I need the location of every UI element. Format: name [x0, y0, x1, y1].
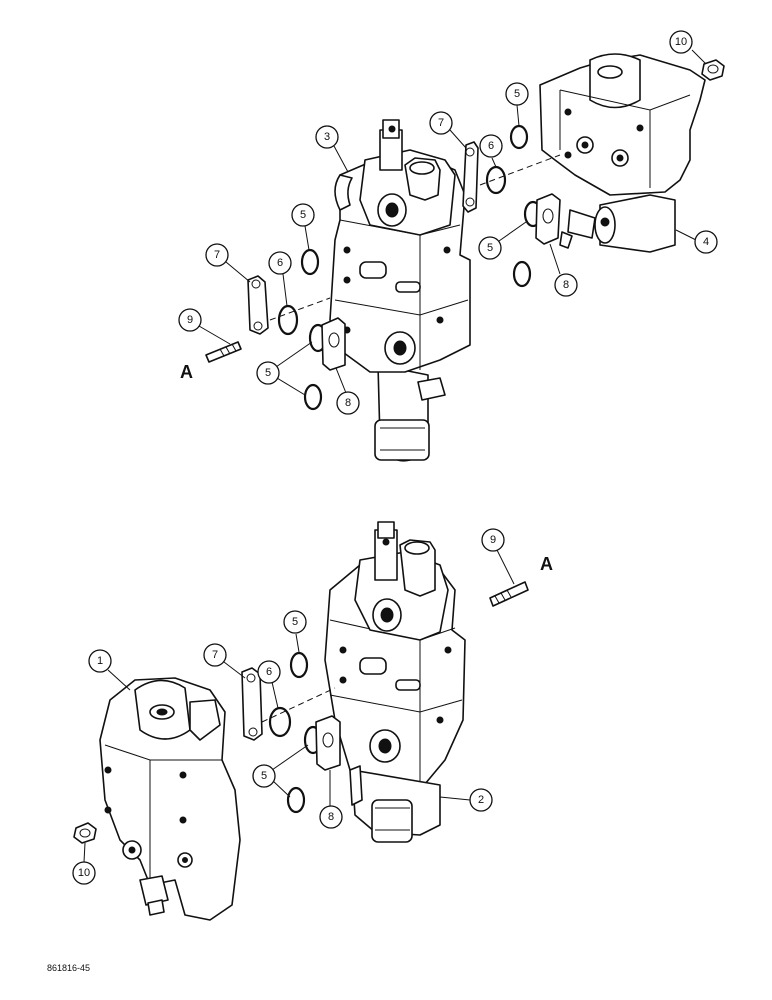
callouts: 10 5 7 3 6 5 6 7	[72, 30, 718, 885]
svg-text:1: 1	[97, 655, 103, 667]
svg-text:4: 4	[703, 236, 709, 248]
callout-7: 7	[203, 643, 246, 679]
svg-text:7: 7	[214, 249, 220, 261]
seals-bottom	[241, 581, 529, 814]
callout-10-bottom: 10	[72, 842, 96, 885]
valve-section-top	[329, 119, 471, 462]
callout-5: 5	[505, 82, 529, 127]
top-assembly: A	[180, 53, 725, 462]
callout-2: 2	[439, 788, 493, 812]
svg-text:7: 7	[212, 649, 218, 661]
svg-text:5: 5	[487, 242, 493, 254]
svg-text:10: 10	[78, 867, 90, 879]
svg-text:2: 2	[478, 794, 484, 806]
svg-text:8: 8	[345, 397, 351, 409]
reference-letter-bottom: A	[540, 554, 553, 574]
end-cover-top	[539, 53, 706, 253]
svg-text:9: 9	[490, 534, 496, 546]
svg-text:6: 6	[266, 666, 272, 678]
svg-text:5: 5	[292, 616, 298, 628]
callout-6: 6	[257, 660, 281, 709]
callout-6: 6	[479, 134, 503, 168]
callout-5: 5	[283, 610, 307, 653]
svg-text:8: 8	[328, 811, 334, 823]
svg-text:5: 5	[261, 770, 267, 782]
nut-10-top	[701, 59, 725, 81]
callout-5: 5	[252, 744, 309, 798]
callout-9: 9	[481, 528, 515, 585]
callout-9: 9	[178, 308, 231, 345]
reference-letter-top: A	[180, 362, 193, 382]
svg-text:5: 5	[514, 88, 520, 100]
callout-5: 5	[478, 221, 527, 260]
svg-text:6: 6	[488, 140, 494, 152]
svg-text:7: 7	[438, 117, 444, 129]
callout-5: 5	[256, 341, 313, 385]
seals-top-left	[205, 248, 346, 411]
end-cover-bottom	[99, 677, 241, 921]
callout-5: 5	[276, 377, 306, 396]
callout-7: 7	[205, 243, 251, 283]
svg-text:5: 5	[265, 367, 271, 379]
callout-6: 6	[268, 251, 292, 307]
svg-text:9: 9	[187, 314, 193, 326]
svg-text:3: 3	[324, 131, 330, 143]
nut-10-bottom	[73, 822, 97, 844]
callout-10-top: 10	[669, 30, 707, 65]
valve-section-bottom	[324, 521, 466, 843]
figure-id: 861816-45	[47, 963, 90, 973]
svg-text:10: 10	[675, 36, 687, 48]
callout-7: 7	[429, 111, 467, 149]
callout-8: 8	[335, 367, 360, 415]
callout-5: 5	[291, 203, 315, 251]
callout-8: 8	[319, 770, 343, 829]
bottom-assembly: A	[73, 521, 553, 921]
svg-text:8: 8	[563, 279, 569, 291]
callout-8: 8	[549, 243, 578, 297]
svg-text:6: 6	[277, 257, 283, 269]
callout-3: 3	[315, 125, 349, 173]
callout-1: 1	[88, 649, 131, 691]
callout-4: 4	[675, 229, 718, 254]
svg-text:5: 5	[300, 209, 306, 221]
